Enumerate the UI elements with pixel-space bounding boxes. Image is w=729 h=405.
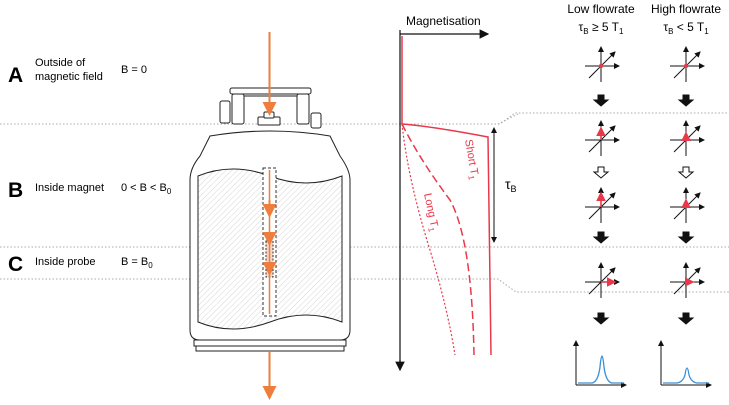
stage-boundaries — [0, 112, 729, 293]
short-t1-label: Short T1 — [460, 138, 481, 181]
stage-c-name: Inside probe — [35, 256, 96, 268]
magnetisation-plot: Magnetisation Short T1 Long T1 τB — [395, 14, 517, 372]
spectrum-icon — [573, 340, 627, 388]
stage-b-name: Inside magnet — [35, 182, 104, 194]
stage-a-name-1: Outside of — [35, 57, 86, 69]
boundary-a-b-right — [400, 112, 729, 125]
low-flowrate-condition: τB ≥ 5 T1 — [579, 20, 624, 36]
axes-icon — [585, 187, 620, 223]
low-flowrate-title: Low flowrate — [567, 2, 635, 16]
stage-letter-c: C — [8, 253, 23, 276]
stage-labels: A Outside of magnetic field B = 0 B Insi… — [8, 57, 172, 276]
axes-icon — [585, 120, 620, 156]
axes-icon — [670, 262, 705, 298]
magnetisation-axis-label: Magnetisation — [406, 14, 481, 28]
arrow-down-icon — [592, 94, 610, 107]
axes-icon — [670, 46, 705, 82]
spectrum-icon — [658, 340, 712, 388]
stage-a-field: B = 0 — [121, 64, 147, 76]
arrow-down-icon — [677, 231, 695, 244]
high-flowrate-title: High flowrate — [651, 2, 721, 16]
vector-diagrams — [585, 46, 705, 325]
axes-icon — [670, 187, 705, 223]
long-t1-curve — [401, 123, 456, 356]
short-t1-curve — [401, 123, 492, 356]
tau-b-label: τB — [505, 176, 517, 194]
arrow-down-icon — [677, 94, 695, 107]
long-t1-label: Long T1 — [419, 192, 441, 233]
stage-b-field: 0 < B < B0 — [121, 182, 172, 196]
spectra — [573, 340, 712, 388]
arrow-down-icon — [592, 231, 610, 244]
boundary-c-bottom — [0, 278, 729, 293]
stage-letter-a: A — [8, 64, 23, 87]
axes-icon — [585, 46, 620, 82]
axes-icon — [585, 262, 620, 298]
axes-icon — [670, 120, 705, 156]
arrow-down-icon — [592, 312, 610, 325]
arrow-down-icon — [677, 312, 695, 325]
stage-a-name-2: magnetic field — [35, 71, 103, 83]
stage-c-field: B = B0 — [121, 256, 153, 270]
hollow-arrow-down-icon — [592, 166, 610, 179]
hollow-arrow-down-icon — [677, 166, 695, 179]
stage-letter-b: B — [8, 179, 23, 202]
high-flowrate-condition: τB < 5 T1 — [663, 20, 709, 36]
medium-t1-curve — [401, 123, 475, 356]
column-headers: Low flowrate τB ≥ 5 T1 High flowrate τB … — [567, 2, 721, 36]
